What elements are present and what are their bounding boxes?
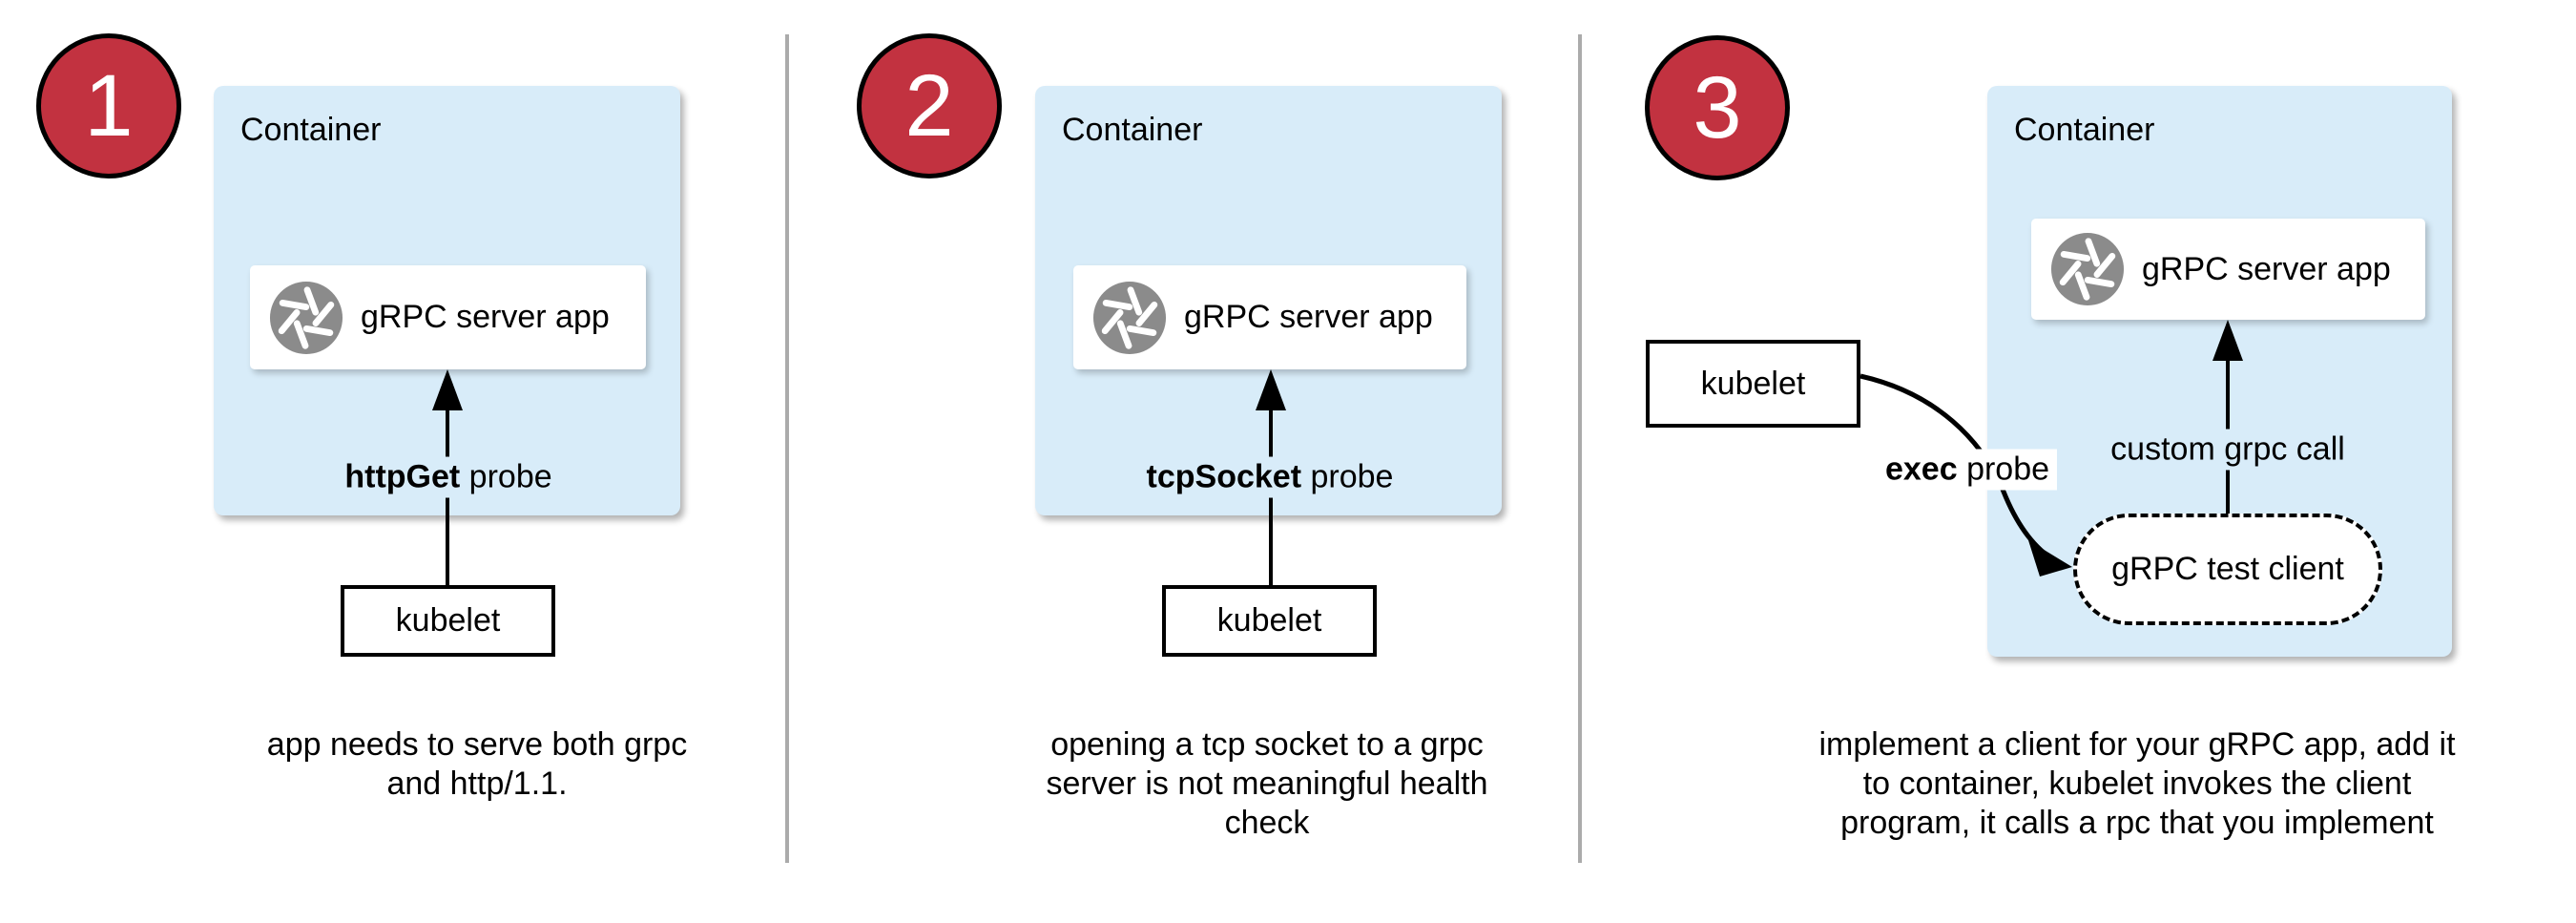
probe-label-1: httpGet probe [337, 456, 560, 498]
kubelet-box-2: kubelet [1162, 585, 1377, 657]
probe-label-3: exec probe [1877, 449, 2058, 491]
custom-grpc-call-label: custom grpc call [2103, 429, 2353, 471]
kubelet-box-1: kubelet [341, 585, 555, 657]
step-number: 2 [904, 57, 954, 155]
grpc-server-app-card-2: gRPC server app [1073, 265, 1466, 369]
grpc-server-app-label: gRPC server app [2142, 250, 2391, 287]
grpc-server-app-card-1: gRPC server app [250, 265, 646, 369]
kubelet-label: kubelet [1700, 365, 1806, 402]
step-badge-2: 2 [857, 33, 1002, 178]
kubelet-box-3: kubelet [1646, 340, 1860, 428]
container-label-1: Container [240, 112, 382, 148]
aperture-icon [2050, 232, 2125, 306]
container-label-2: Container [1062, 112, 1203, 148]
caption-3: implement a client for your gRPC app, ad… [1818, 726, 2456, 841]
grpc-test-client-label: gRPC test client [2111, 551, 2344, 587]
grpc-server-app-card-3: gRPC server app [2031, 219, 2425, 320]
step-number: 1 [84, 57, 134, 155]
step-number: 3 [1693, 59, 1742, 157]
panel-divider-1 [785, 34, 789, 863]
aperture-icon [1092, 281, 1167, 355]
grpc-test-client-oval: gRPC test client [2073, 514, 2382, 625]
caption-2: opening a tcp socket to a grpc server is… [1046, 726, 1488, 841]
kubelet-label: kubelet [395, 602, 501, 639]
step-badge-1: 1 [36, 33, 181, 178]
container-label-3: Container [2014, 112, 2155, 148]
grpc-server-app-label: gRPC server app [361, 299, 610, 335]
grpc-server-app-label: gRPC server app [1184, 299, 1433, 335]
probe-label-2: tcpSocket probe [1138, 456, 1402, 498]
aperture-icon [269, 281, 343, 355]
panel-divider-2 [1578, 34, 1582, 863]
kubelet-label: kubelet [1216, 602, 1322, 639]
step-badge-3: 3 [1645, 35, 1790, 180]
caption-1: app needs to serve both grpc and http/1.… [266, 726, 688, 802]
